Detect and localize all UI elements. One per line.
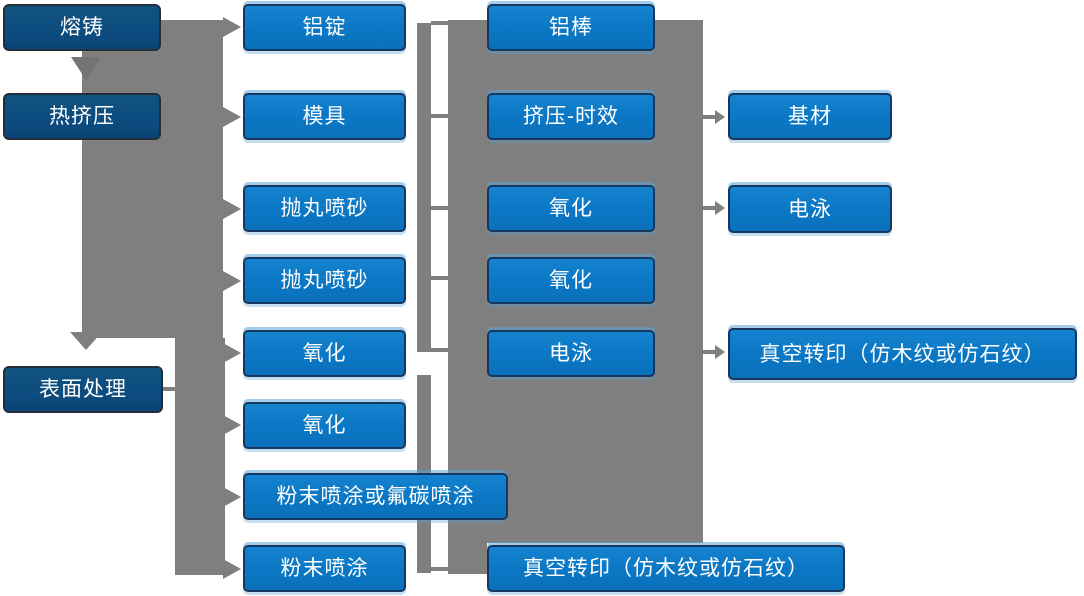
node-oxidation-1: 氧化 xyxy=(243,330,406,377)
node-powder-or-fluorocarbon-coating: 粉末喷涂或氟碳喷涂 xyxy=(243,473,508,520)
arrow-right-to-aluminum-ingot-icon xyxy=(223,17,241,37)
arrow-right-to-mold-icon xyxy=(223,107,241,127)
node-base-material: 基材 xyxy=(728,93,892,140)
connector-stub-row5 xyxy=(431,348,448,352)
node-oxidation-4: 氧化 xyxy=(487,257,655,304)
arrow-down-to-surface-treatment-icon xyxy=(70,332,102,350)
node-electrophoresis-1: 电泳 xyxy=(487,330,655,377)
node-powder-coating: 粉末喷涂 xyxy=(243,545,406,592)
flow-band-center-extension xyxy=(448,543,487,574)
arrow-right-to-shot-blasting-2-icon xyxy=(223,271,241,291)
connector-surface-treatment-stub xyxy=(161,387,177,391)
connector-stub-bottom xyxy=(431,567,448,571)
arrow-right-to-oxidation-2-icon xyxy=(223,415,241,435)
node-hot-extrusion: 热挤压 xyxy=(3,93,161,140)
arrow-shaft-to-electrophoresis xyxy=(703,206,715,210)
node-oxidation-3: 氧化 xyxy=(487,185,655,232)
connector-stub-row1 xyxy=(431,21,448,25)
node-oxidation-2: 氧化 xyxy=(243,402,406,449)
flow-bar-mid-upper xyxy=(417,23,431,352)
connector-stub-row4 xyxy=(431,276,448,280)
arrow-right-to-electrophoresis-icon xyxy=(715,201,725,215)
arrow-right-to-shot-blasting-1-icon xyxy=(223,199,241,219)
arrow-right-to-vacuum-transfer-icon xyxy=(715,345,725,359)
node-extrusion-aging: 挤压-时效 xyxy=(487,93,655,140)
node-surface-treatment: 表面处理 xyxy=(3,366,163,413)
node-vacuum-transfer-print-2: 真空转印（仿木纹或仿石纹） xyxy=(728,328,1077,380)
arrow-right-to-base-material-icon xyxy=(715,110,725,124)
node-vacuum-transfer-print-1: 真空转印（仿木纹或仿石纹） xyxy=(487,545,845,592)
flow-band-left-main xyxy=(82,20,223,338)
arrow-shaft-to-base-material xyxy=(703,115,715,119)
connector-stub-row2 xyxy=(431,114,448,118)
node-aluminum-rod: 铝棒 xyxy=(487,4,655,51)
node-aluminum-ingot: 铝锭 xyxy=(243,4,406,51)
node-electrophoresis-2: 电泳 xyxy=(728,185,892,233)
node-shot-blasting-1: 抛丸喷砂 xyxy=(243,185,406,232)
node-mold: 模具 xyxy=(243,93,406,140)
flow-band-left-lower xyxy=(175,338,225,575)
node-shot-blasting-2: 抛丸喷砂 xyxy=(243,257,406,304)
arrow-right-to-oxidation-1-icon xyxy=(223,343,241,363)
node-melting-casting: 熔铸 xyxy=(3,4,161,51)
arrow-right-to-powder-or-fluorocarbon-icon xyxy=(223,487,241,507)
arrow-shaft-to-vacuum-transfer xyxy=(703,350,715,354)
arrow-right-to-powder-coating-icon xyxy=(223,559,241,579)
connector-stub-row3 xyxy=(431,206,448,210)
arrow-down-to-hot-extrusion-icon xyxy=(71,57,101,80)
